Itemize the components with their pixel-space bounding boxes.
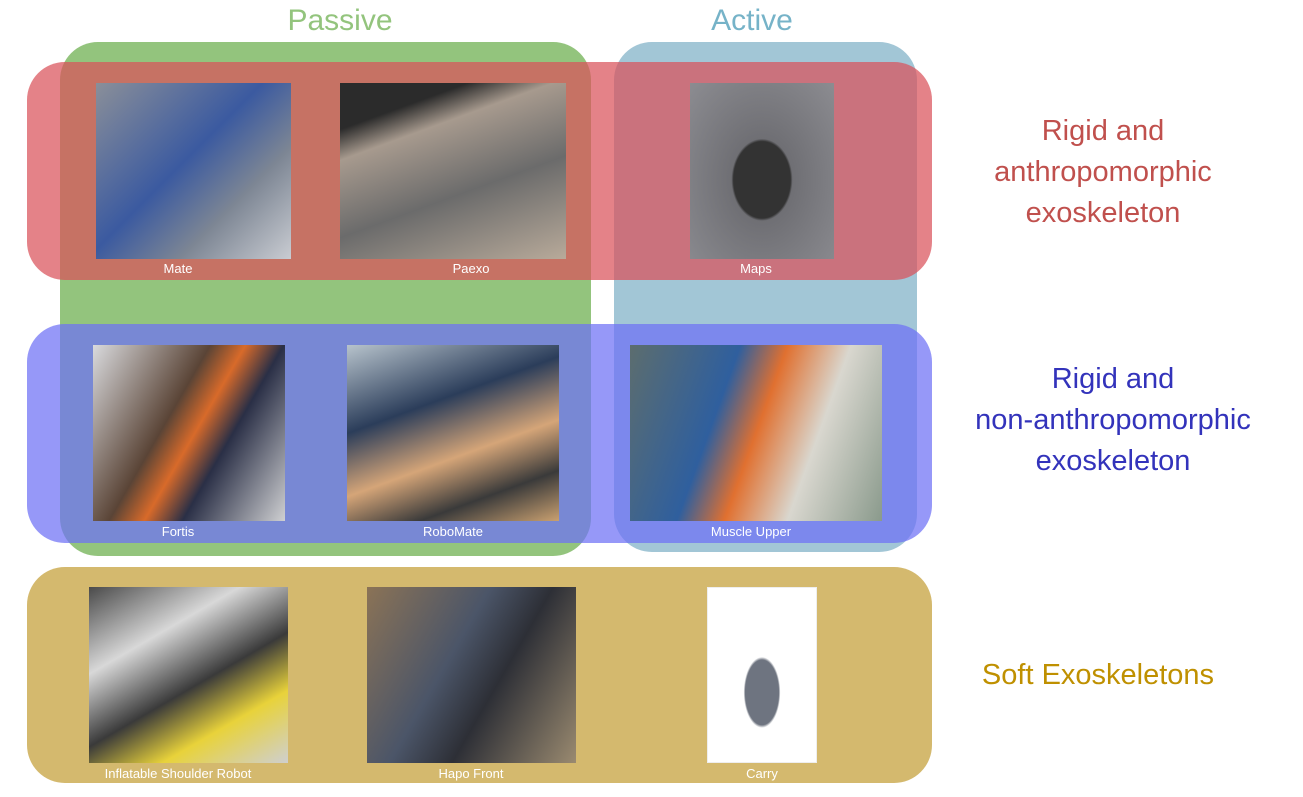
inflatable-shoulder-robot-photo (89, 587, 288, 763)
carry-label: Carry (746, 766, 778, 781)
inflatable-shoulder-robot-label: Inflatable Shoulder Robot (104, 766, 252, 781)
row-title-line: exoskeleton (1025, 197, 1181, 229)
paexo-label: Paexo (452, 261, 490, 276)
rigid-anthropomorphic-title: Rigid and anthropomorphic exoskeleton (938, 111, 1268, 234)
robomate-photo (347, 345, 559, 521)
row-title-line: Rigid and (1041, 115, 1165, 147)
muscle-upper-label: Muscle Upper (710, 524, 792, 539)
active-column-title: Active (711, 4, 793, 37)
robomate-label: RoboMate (423, 524, 483, 539)
fortis-label: Fortis (161, 524, 195, 539)
hapo-front-photo (367, 587, 576, 763)
row-title-line: non-anthropomorphic (975, 404, 1251, 436)
mate-photo (96, 83, 291, 259)
maps-label: Maps (740, 261, 772, 276)
rigid-non-anthropomorphic-title: Rigid and non-anthropomorphic exoskeleto… (948, 359, 1278, 482)
paexo-photo (340, 83, 566, 259)
soft-exoskeletons-title: Soft Exoskeletons (981, 659, 1215, 691)
maps-photo (690, 83, 834, 259)
carry-photo (707, 587, 817, 763)
fortis-photo (93, 345, 285, 521)
hapo-front-label: Hapo Front (438, 766, 504, 781)
row-title-line: anthropomorphic (994, 156, 1212, 188)
row-title-line: Rigid and (1051, 363, 1175, 395)
muscle-upper-photo (630, 345, 882, 521)
passive-column-title: Passive (287, 4, 393, 37)
mate-label: Mate (163, 261, 193, 276)
row-title-line: exoskeleton (1035, 445, 1191, 477)
